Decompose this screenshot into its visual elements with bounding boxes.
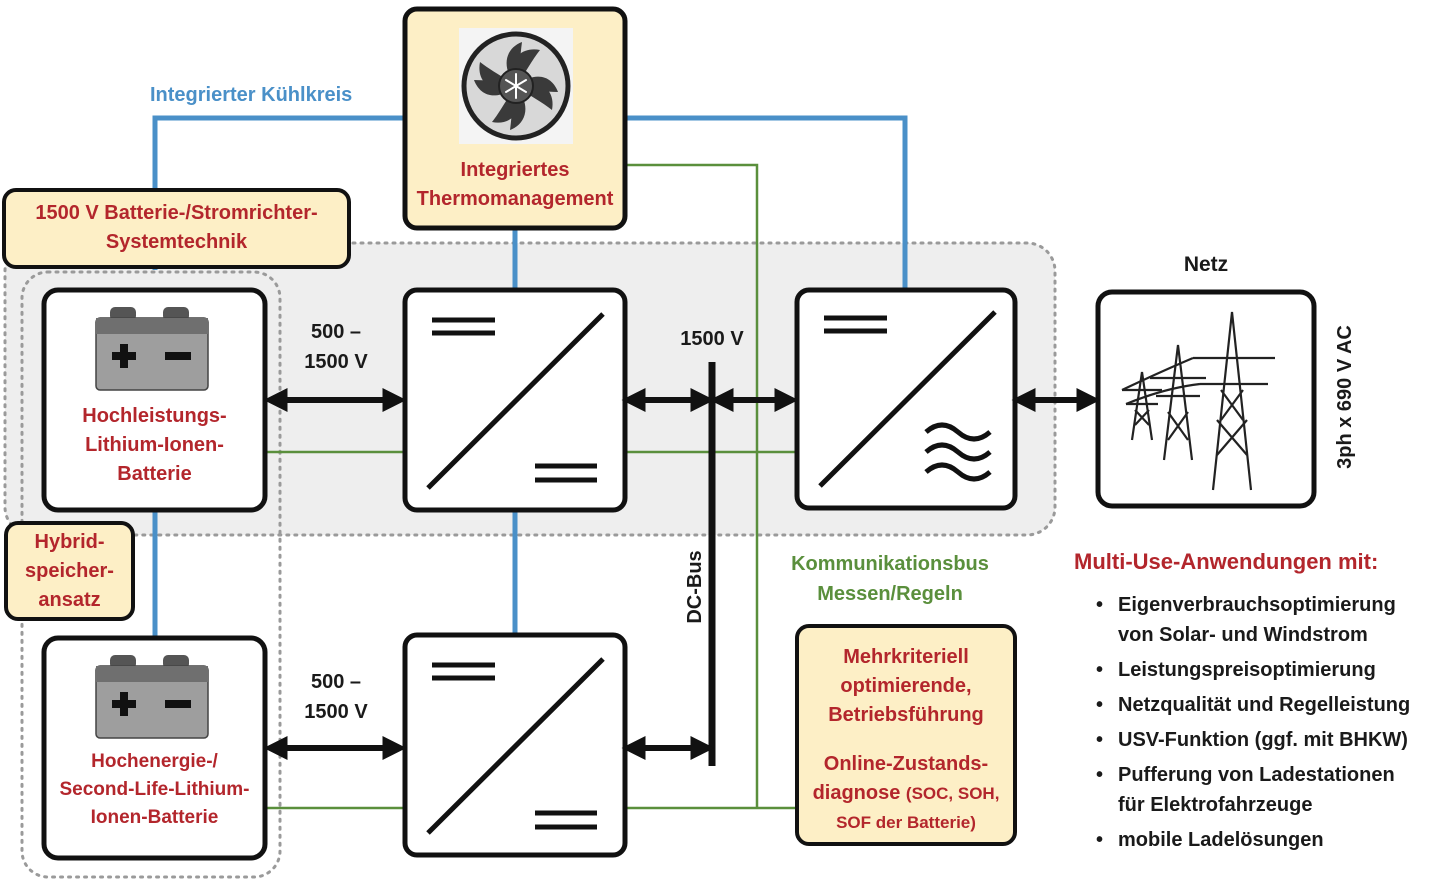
multi-use-title: Multi-Use-Anwendungen mit: (1074, 549, 1379, 574)
cooling-circuit-label: Integrierter Kühlkreis (150, 84, 353, 106)
use-item: mobile Ladelösungen (1090, 825, 1410, 855)
communication-bus-label: Kommunikationsbus Messen/Regeln (791, 553, 989, 605)
power-pylon-icon (1121, 311, 1275, 491)
power-flow-arrows (263, 388, 1101, 760)
online-diagnosis-label: Online-Zustands- diagnose (SOC, SOH, SOF… (812, 753, 1000, 832)
system-technology-label: 1500 V Batterie-/Stromrichter- Systemtec… (35, 202, 318, 253)
fan-icon (459, 28, 573, 144)
use-item: Netzqualität und Regelleistung (1090, 690, 1410, 720)
grid-ac-label: 3ph x 690 V AC (1334, 325, 1356, 469)
battery-top-label: Hochleistungs- Lithium-Ionen- Batterie (82, 405, 227, 485)
grid-label: Netz (1183, 253, 1229, 276)
dc-bus-label: DC-Bus (684, 550, 706, 624)
hybrid-callout (4, 521, 135, 621)
battery-bottom-label: Hochenergie-/ Second-Life-Lithium- Ionen… (59, 751, 250, 828)
use-item: USV-Funktion (ggf. mit BHKW) (1090, 725, 1410, 755)
voltage-range-top: 500 – 1500 V (304, 321, 368, 373)
operation-callout (795, 624, 1017, 846)
hybrid-storage-label: Hybrid- speicher- ansatz (25, 531, 114, 611)
dc-dc-converter-top (402, 287, 628, 513)
dc-dc-converter-bottom (402, 632, 628, 858)
battery-icon-bottom (95, 655, 209, 739)
battery-icon-top (95, 307, 209, 391)
operation-management-label: Mehrkriteriell optimierende, Betriebsfüh… (828, 646, 984, 726)
grid-box (1095, 289, 1317, 509)
thermomanagement-label: Integriertes Thermomanagement (416, 159, 614, 210)
system-callout (2, 188, 351, 269)
inverter-dc-ac (794, 287, 1018, 511)
use-item: Leistungspreisoptimierung (1090, 655, 1410, 685)
voltage-range-bottom: 500 – 1500 V (304, 671, 368, 723)
bus-voltage-label: 1500 V (680, 328, 744, 350)
